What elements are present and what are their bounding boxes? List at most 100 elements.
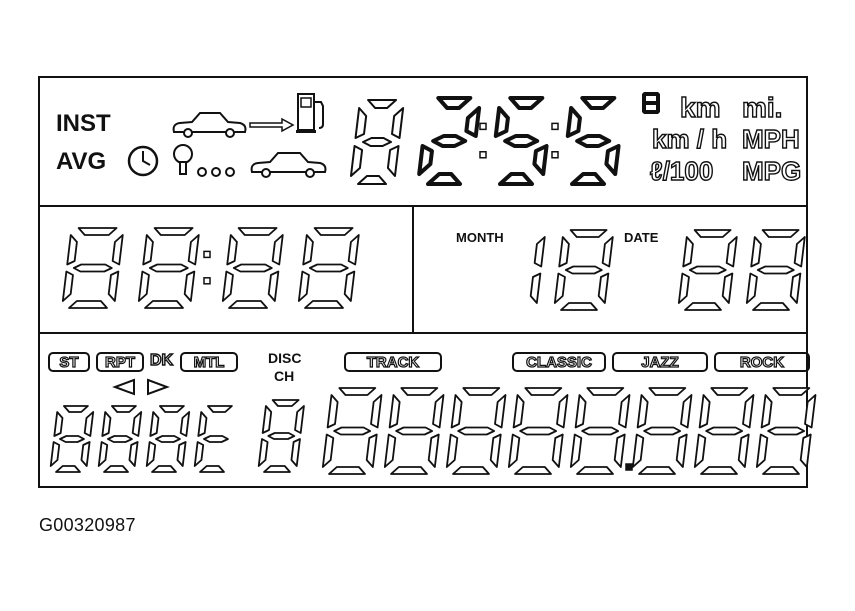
segment-f	[682, 236, 694, 268]
segment-a	[462, 387, 501, 396]
segment-d	[263, 465, 291, 473]
segment-f	[142, 234, 154, 266]
segment-d	[498, 172, 534, 186]
segment-b	[187, 234, 200, 266]
segment-g	[155, 435, 181, 443]
segment-e	[145, 441, 157, 467]
segment-c	[532, 144, 549, 176]
segment-d	[514, 466, 552, 475]
divider-top	[40, 205, 806, 207]
segment-e	[61, 270, 74, 302]
segment-a	[772, 387, 811, 396]
segment-b	[294, 405, 305, 434]
right-arrow-icon	[147, 378, 170, 396]
segment-e	[97, 441, 109, 467]
tag-st: ST	[48, 352, 90, 372]
segment-e	[297, 270, 310, 302]
segment-c	[551, 433, 564, 468]
tag-track: TRACK	[344, 352, 442, 372]
tag-rock: ROCK	[714, 352, 810, 372]
segment-d	[55, 465, 81, 473]
segment-b	[111, 234, 124, 266]
segment-e	[49, 441, 61, 467]
segment-d	[452, 466, 490, 475]
segment-e	[417, 144, 434, 176]
figure-caption: G00320987	[39, 515, 136, 535]
segment-c	[128, 441, 139, 467]
segment-d	[103, 465, 129, 473]
segment-a	[761, 229, 800, 238]
segment-g	[333, 426, 372, 436]
segment-f	[750, 236, 762, 268]
segment-f	[354, 107, 368, 139]
segment-b	[271, 234, 284, 266]
segment-c	[489, 433, 502, 468]
unit-l100: ℓ/100	[649, 155, 714, 186]
segment-b	[391, 107, 405, 139]
segment-e	[349, 145, 364, 177]
tag-mtl: MTL	[180, 352, 238, 372]
segment-g	[232, 263, 273, 273]
segment-c	[427, 433, 440, 468]
segment-f	[226, 234, 238, 266]
segment-g	[362, 137, 393, 147]
segment-d	[328, 466, 366, 475]
segment-a	[569, 229, 608, 238]
segment-c	[183, 270, 196, 302]
segment-f	[574, 394, 587, 429]
segment-c	[529, 272, 542, 304]
segment-a	[63, 405, 89, 413]
segment-b	[432, 394, 445, 429]
segment-b	[83, 411, 95, 437]
segment-f	[565, 106, 582, 138]
disc-label: DISC	[268, 350, 302, 366]
segment-f	[450, 394, 463, 429]
segment-d	[390, 466, 428, 475]
segment-g	[148, 263, 189, 273]
segment-g	[457, 426, 496, 436]
tag-rpt: RPT	[96, 352, 144, 372]
segment-c	[80, 441, 91, 467]
colon-dot	[551, 122, 559, 131]
segment-a	[338, 387, 377, 396]
segment-a	[400, 387, 439, 396]
segment-d	[151, 465, 177, 473]
segment-a	[111, 405, 137, 413]
segment-g	[581, 426, 620, 436]
segment-g	[519, 426, 558, 436]
segment-a	[710, 387, 749, 396]
segment-g	[267, 432, 296, 440]
segment-g	[705, 426, 744, 436]
month-label: MONTH	[456, 230, 504, 245]
segment-e	[445, 433, 459, 468]
segment-g	[395, 426, 434, 436]
segment-d	[426, 172, 462, 186]
segment-c	[675, 433, 688, 468]
segment-e	[677, 272, 690, 304]
unit-km: km	[679, 91, 721, 123]
segment-d	[68, 300, 108, 309]
unit-mph: MPH	[741, 123, 800, 154]
segment-g	[72, 263, 113, 273]
segment-e	[507, 433, 521, 468]
decimal-dot	[625, 463, 633, 471]
left-arrow-icon	[112, 378, 135, 396]
segment-f	[326, 394, 339, 429]
segment-f	[261, 405, 273, 434]
segment-d	[684, 302, 722, 311]
ch-label: CH	[274, 368, 295, 384]
segment-d	[560, 302, 598, 311]
segment-b	[347, 234, 360, 266]
segment-e	[221, 270, 234, 302]
segment-a	[271, 399, 300, 407]
segment-e	[693, 433, 707, 468]
tag-dk: DK	[149, 351, 174, 369]
segment-b	[556, 394, 569, 429]
segment-d	[357, 175, 387, 185]
segment-c	[597, 272, 610, 304]
segment-g	[564, 265, 603, 275]
tag-jazz: JAZZ	[612, 352, 708, 372]
segment-e	[383, 433, 397, 468]
segment-c	[789, 272, 802, 304]
segment-f	[760, 394, 773, 429]
